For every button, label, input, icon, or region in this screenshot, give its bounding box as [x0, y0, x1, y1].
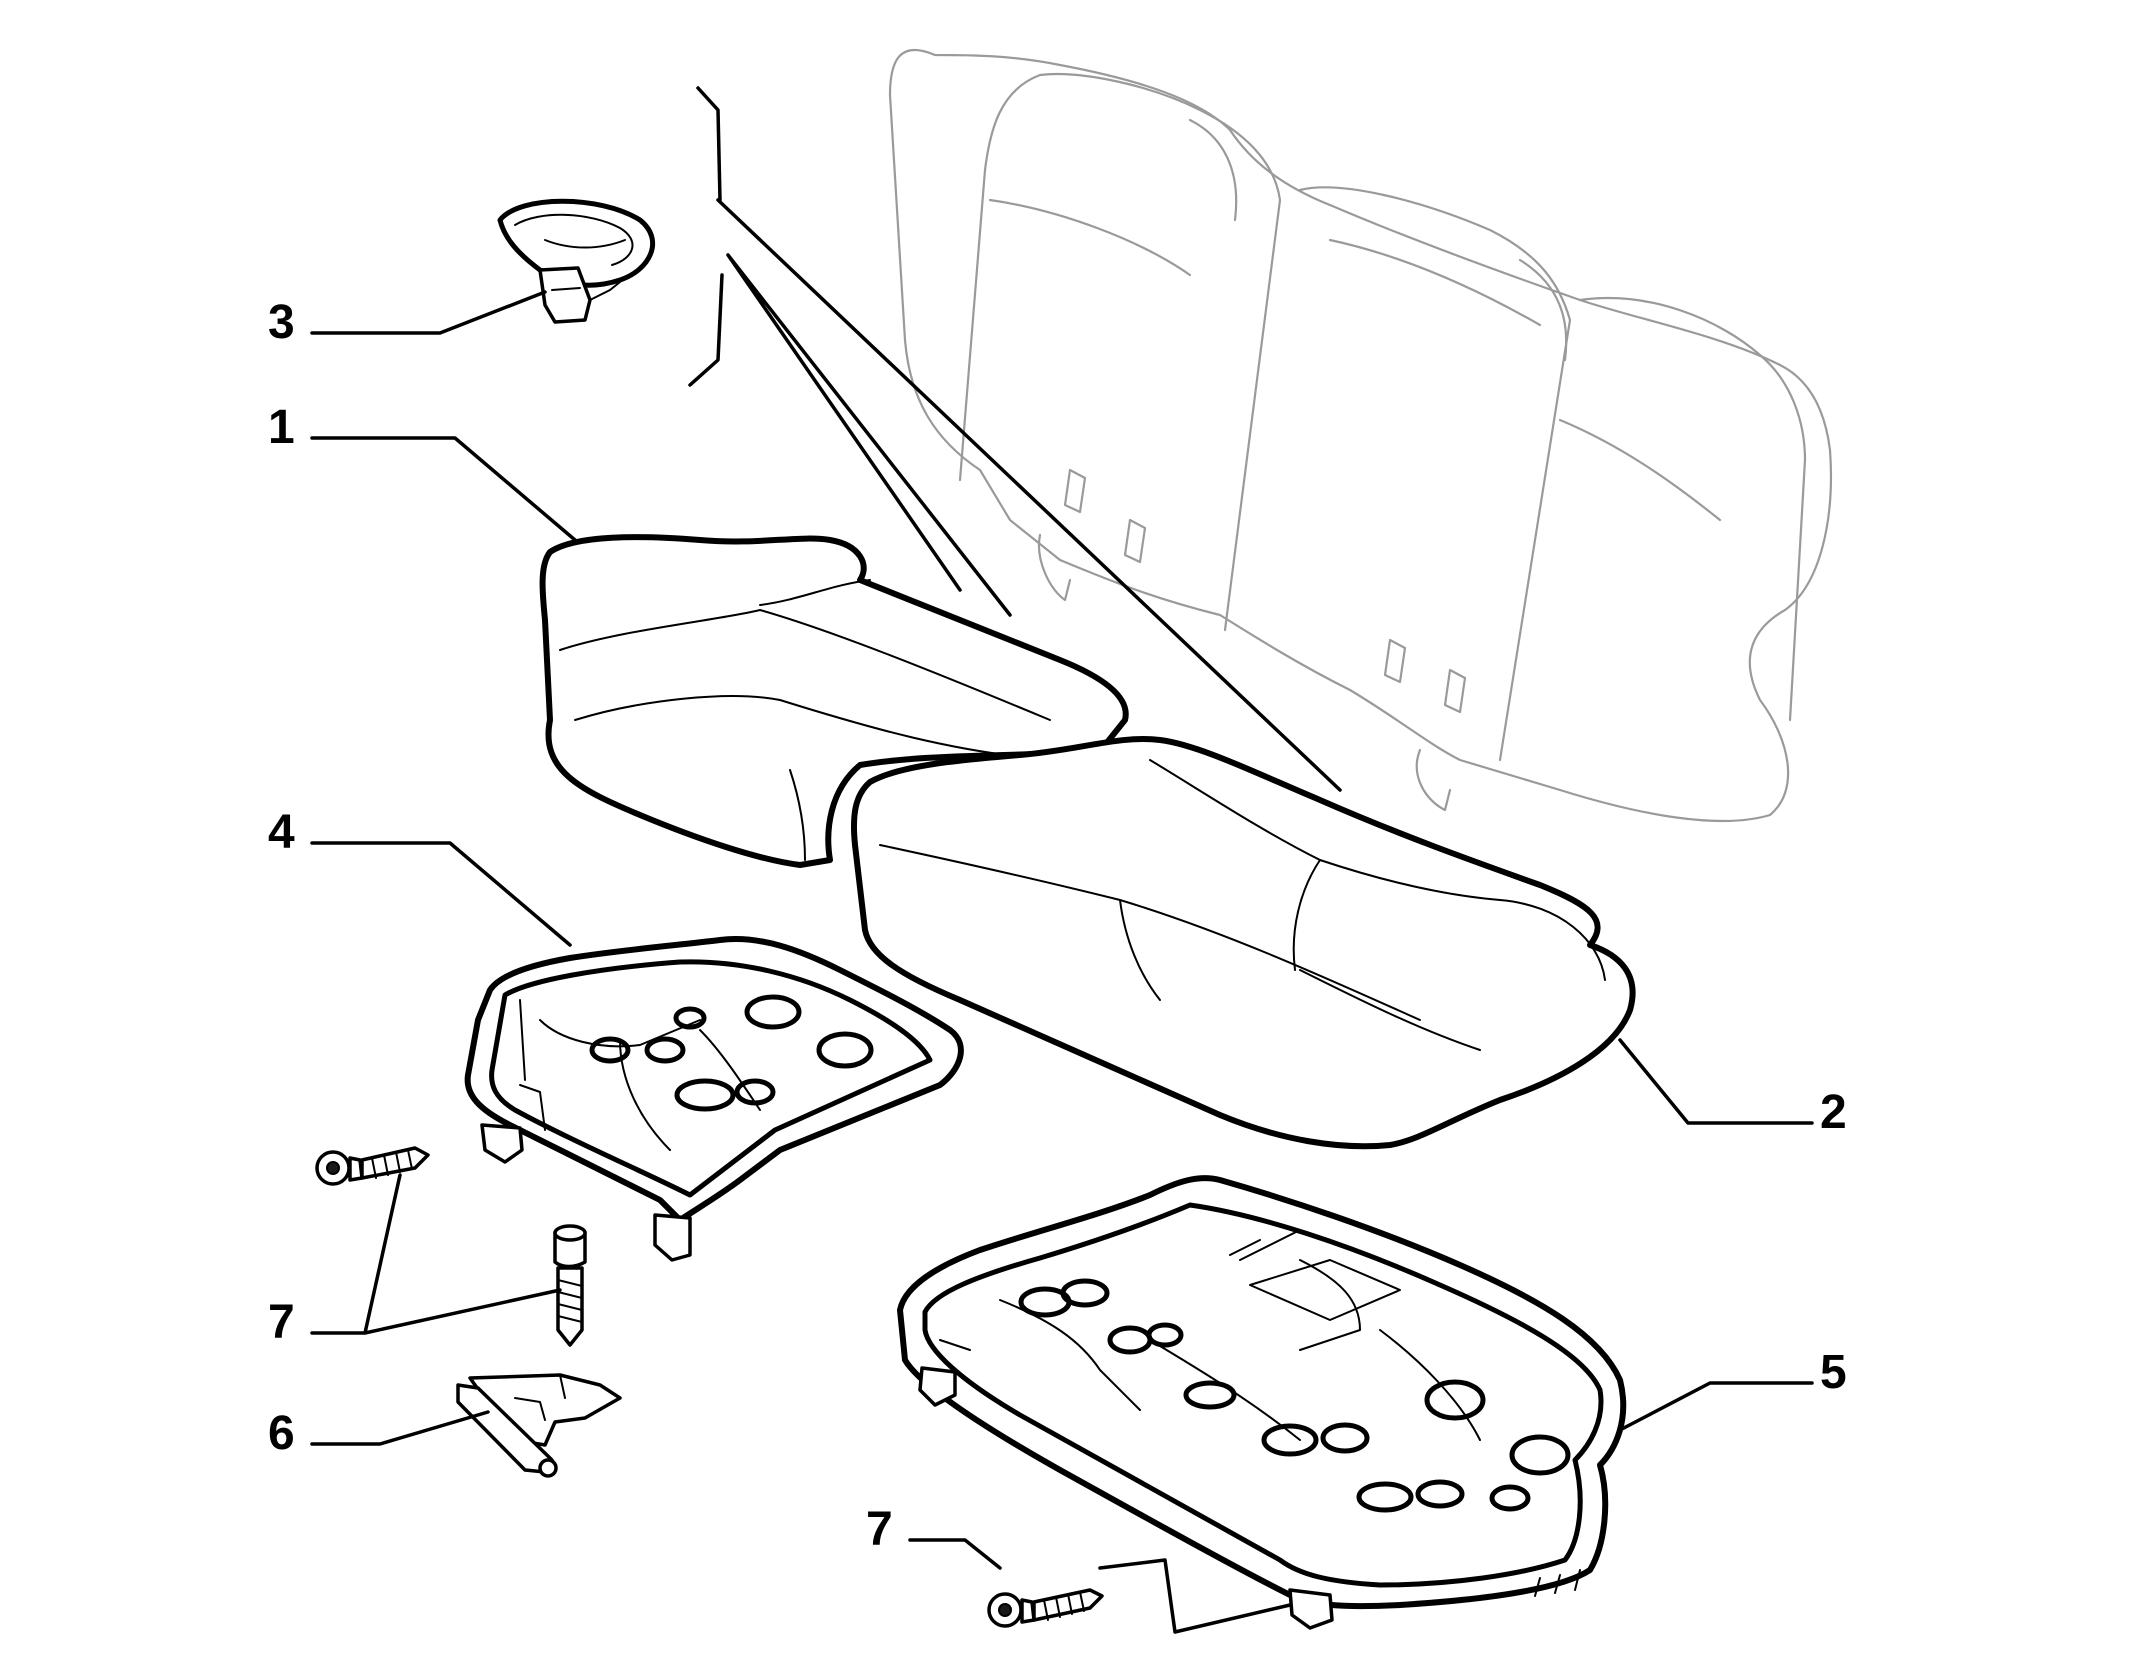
strap-clip: [497, 198, 655, 324]
alignment-lines: [688, 86, 1342, 792]
callout-7-bottom: 7: [866, 1503, 893, 1556]
mounting-bracket: [456, 1373, 622, 1478]
callout-labels: 1 3 4 2 5 7 6 7: [268, 296, 1847, 1556]
screw-bottom: [987, 1588, 1104, 1628]
leader-lines: [310, 290, 1814, 1634]
screw-left-vertical: [553, 1224, 587, 1347]
seat-frame-right: [897, 1175, 1627, 1630]
screw-left-horizontal: [315, 1146, 430, 1186]
callout-2: 2: [1820, 1086, 1847, 1139]
seat-cushion-right: [850, 736, 1636, 1150]
ghost-seat-backrest: [888, 48, 1833, 823]
callout-4: 4: [268, 806, 295, 859]
callout-7-left: 7: [268, 1296, 295, 1349]
callout-1: 1: [268, 401, 295, 454]
seat-frame-left: [464, 936, 964, 1262]
callout-6: 6: [268, 1407, 295, 1460]
callout-5: 5: [1820, 1346, 1847, 1399]
callout-3: 3: [268, 296, 295, 349]
